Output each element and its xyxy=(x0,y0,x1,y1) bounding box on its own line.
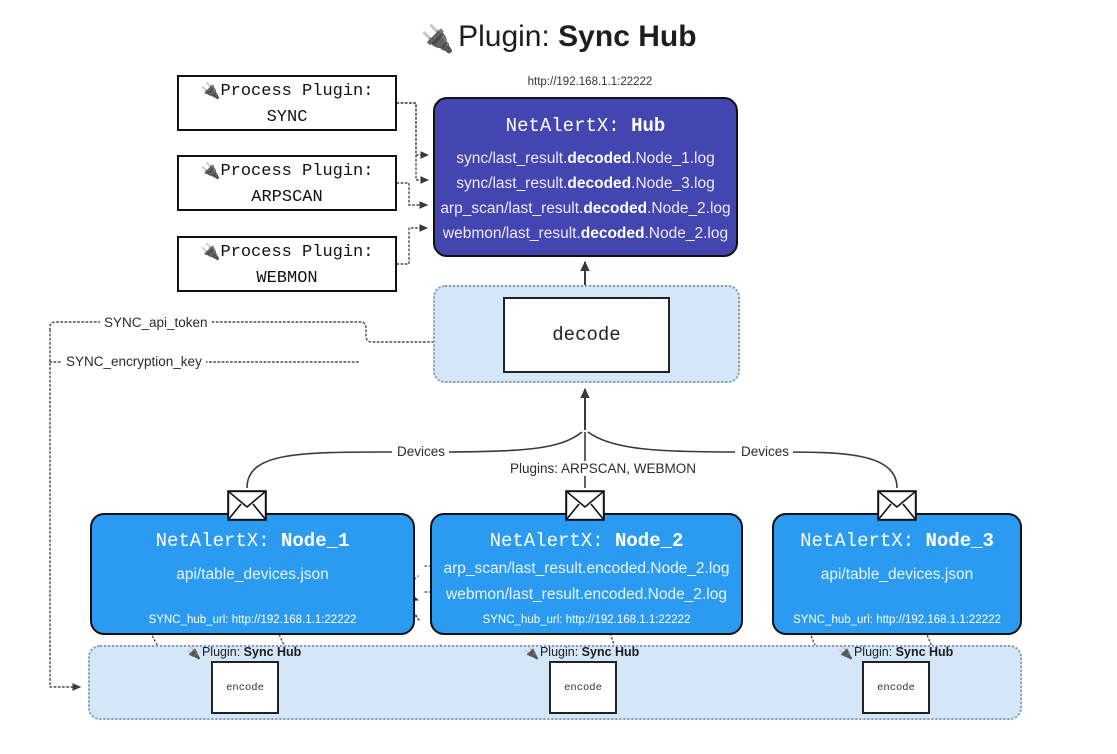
node-name: Node_3 xyxy=(925,530,994,552)
encode-box-node-2[interactable]: encode xyxy=(549,661,617,714)
node-title: NetAlertX: Node_1 xyxy=(155,530,350,552)
node-line-list: arp_scan/last_result.encoded.Node_2.log … xyxy=(432,556,741,608)
plugin-caption-node-1: 🔌Plugin: Sync Hub xyxy=(186,645,302,660)
process-plugin-label: Process Plugin: xyxy=(220,243,374,262)
node-box-node-2[interactable]: NetAlertX: Node_2 arp_scan/last_result.e… xyxy=(430,513,743,635)
process-plugin-name: WEBMON xyxy=(256,269,318,288)
hub-name: Hub xyxy=(631,115,666,137)
plugin-caption-node-3: 🔌Plugin: Sync Hub xyxy=(838,645,954,660)
node-name: Node_2 xyxy=(615,530,684,552)
envelope-icon xyxy=(227,490,267,521)
plug-icon: 🔌 xyxy=(200,244,221,261)
label-plugins-center: Plugins: ARPSCAN, WEBMON xyxy=(506,461,701,476)
node-line: api/table_devices.json xyxy=(176,566,329,583)
node-line-list: api/table_devices.json xyxy=(774,562,1020,588)
node-line-list: api/table_devices.json xyxy=(92,562,413,588)
envelope-icon xyxy=(877,490,917,521)
plug-icon: 🔌 xyxy=(200,163,221,180)
label-sync-encryption-key: SYNC_encryption_key xyxy=(62,354,206,369)
plug-icon: 🔌 xyxy=(524,646,539,660)
node-title: NetAlertX: Node_2 xyxy=(489,530,684,552)
label-devices-right: Devices xyxy=(737,444,794,459)
hub-log-line: webmon/last_result.decoded.Node_2.log xyxy=(442,225,729,242)
hub-log-line: sync/last_result.decoded.Node_1.log xyxy=(456,150,715,167)
process-plugin-label: Process Plugin: xyxy=(220,82,374,101)
process-plugin-label: Process Plugin: xyxy=(220,162,374,181)
node-box-node-3[interactable]: NetAlertX: Node_3 api/table_devices.json… xyxy=(772,513,1022,635)
process-plugin-box-sync[interactable]: 🔌Process Plugin: SYNC xyxy=(177,75,397,131)
hub-log-list: sync/last_result.decoded.Node_1.log sync… xyxy=(435,146,736,246)
node-title: NetAlertX: Node_3 xyxy=(800,530,994,552)
encode-box-node-1[interactable]: encode xyxy=(211,661,279,714)
process-plugin-name: ARPSCAN xyxy=(251,188,323,207)
page-title: 🔌Plugin: Sync Hub xyxy=(0,16,1117,60)
hub-log-line: sync/last_result.decoded.Node_3.log xyxy=(456,175,715,192)
node-name: Node_1 xyxy=(281,530,350,552)
hub-prefix: NetAlertX: xyxy=(505,115,632,137)
label-devices-left: Devices xyxy=(393,444,450,459)
process-plugin-box-arpscan[interactable]: 🔌Process Plugin: ARPSCAN xyxy=(177,155,397,211)
plug-icon: 🔌 xyxy=(838,646,853,660)
envelope-icon xyxy=(565,490,605,521)
decode-box[interactable]: decode xyxy=(503,297,670,373)
process-plugin-box-webmon[interactable]: 🔌Process Plugin: WEBMON xyxy=(177,236,397,292)
encode-box-node-3[interactable]: encode xyxy=(862,661,930,714)
node-box-node-1[interactable]: NetAlertX: Node_1 api/table_devices.json… xyxy=(90,513,415,635)
node-line: arp_scan/last_result.encoded.Node_2.log xyxy=(443,560,730,577)
process-plugin-name: SYNC xyxy=(266,108,308,127)
node-hub-url-label: SYNC_hub_url: http://192.168.1.1:22222 xyxy=(482,614,691,626)
node-line: api/table_devices.json xyxy=(820,566,974,583)
label-sync-api-token: SYNC_api_token xyxy=(100,315,212,330)
plug-icon: 🔌 xyxy=(186,646,201,660)
plug-icon: 🔌 xyxy=(200,83,221,100)
node-line: webmon/last_result.encoded.Node_2.log xyxy=(446,586,727,603)
node-hub-url-label: SYNC_hub_url: http://192.168.1.1:22222 xyxy=(793,614,1001,626)
hub-node[interactable]: NetAlertX: Hub sync/last_result.decoded.… xyxy=(433,97,738,257)
hub-title: NetAlertX: Hub xyxy=(435,115,736,137)
title-plugin-name: Sync Hub xyxy=(558,20,697,53)
node-hub-url-label: SYNC_hub_url: http://192.168.1.1:22222 xyxy=(148,614,357,626)
hub-url-label: http://192.168.1.1:22222 xyxy=(527,76,653,88)
hub-log-line: arp_scan/last_result.decoded.Node_2.log xyxy=(440,200,731,217)
plug-icon: 🔌 xyxy=(420,24,455,54)
plugin-caption-node-2: 🔌Plugin: Sync Hub xyxy=(524,645,640,660)
title-prefix: Plugin: xyxy=(458,20,559,53)
